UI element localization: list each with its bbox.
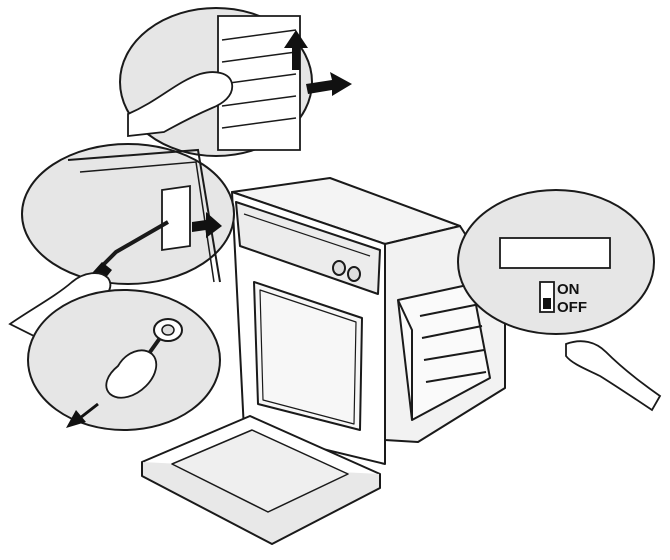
lamp-cover [161,184,191,252]
oven [141,177,506,545]
oven-cavity [397,283,491,421]
knob-right [347,266,361,282]
arrow-up-icon [284,30,308,70]
arrow-right-icon [306,72,352,96]
oven-window [253,281,363,431]
bulb-icon [105,349,158,399]
arrow-down-left-icon [79,402,99,420]
switch-on-label: ON [557,281,580,298]
door-glass [171,429,349,513]
switch-off-label: OFF [557,299,587,316]
callout-power-switch: ON OFF [457,189,662,412]
arrow-right-icon [192,212,222,238]
hand-icon [565,340,662,412]
hand-icon [127,71,234,138]
callout-side-rails [119,7,352,157]
display-panel [499,237,611,269]
knob-left [332,260,346,276]
screwdriver-icon [98,220,169,270]
callout-bulb [27,289,221,431]
callout-screwdriver [8,143,235,337]
